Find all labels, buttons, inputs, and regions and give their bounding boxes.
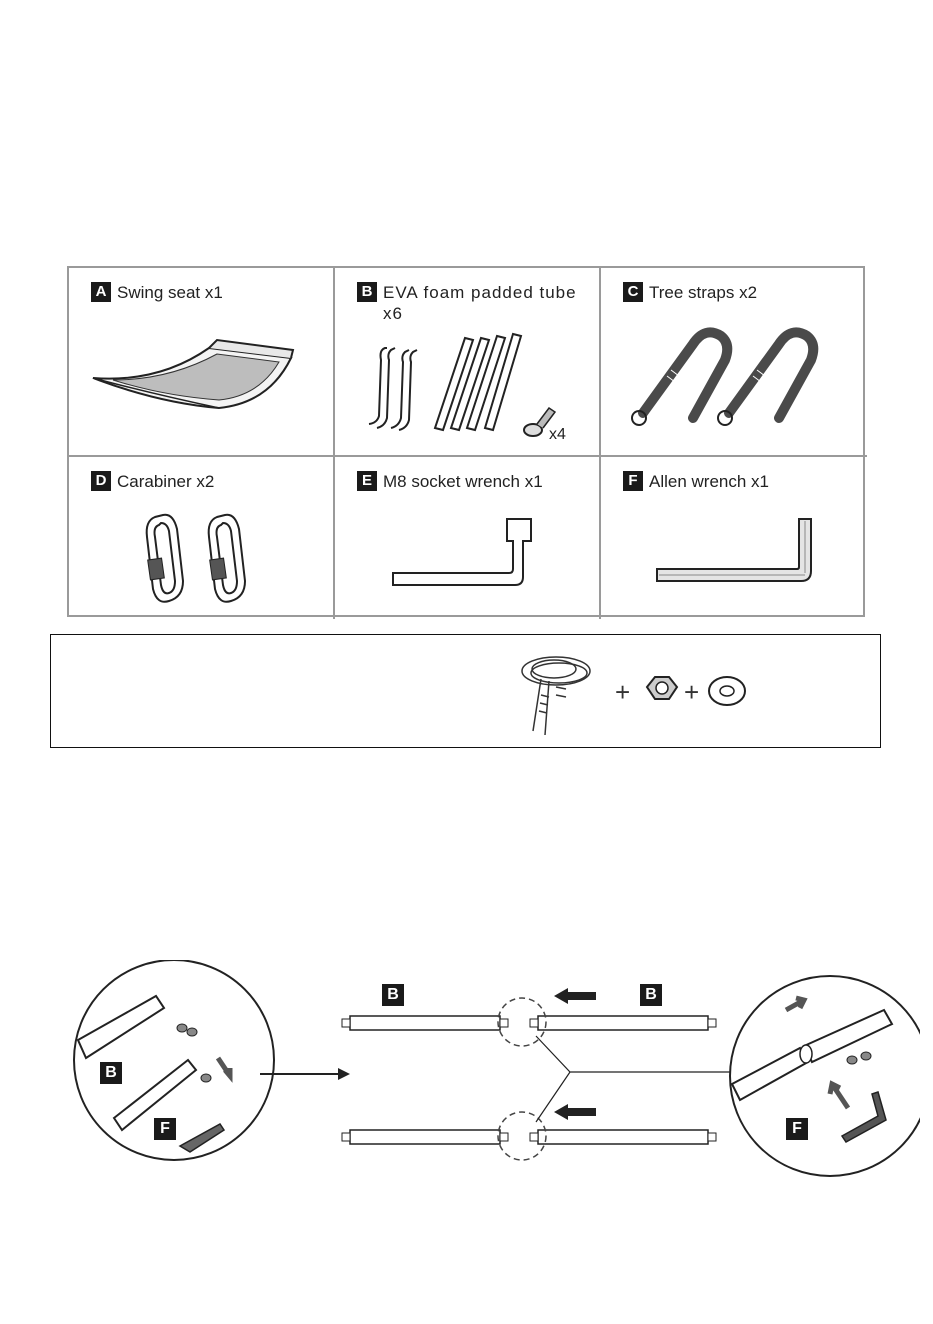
- nut-icon: [647, 677, 677, 699]
- label-b: B: [100, 1062, 122, 1084]
- right-detail-circle: [730, 976, 920, 1176]
- rope-icon: [522, 657, 590, 735]
- carabiners-illustration: [69, 457, 335, 619]
- tube-bottom-right: [530, 1130, 716, 1144]
- allen-wrench-illustration: [601, 457, 867, 619]
- part-carabiner: D Carabiner x2: [69, 457, 335, 619]
- label-b: B: [640, 984, 662, 1006]
- foam-tubes-illustration: x4: [335, 268, 601, 457]
- socket-wrench-illustration: [335, 457, 601, 619]
- plus-sign: +: [615, 677, 630, 707]
- assembly-diagram: B F B B F: [60, 960, 920, 1180]
- part-tree-straps: C Tree straps x2: [601, 268, 867, 457]
- tube-top-left: [342, 1016, 508, 1030]
- part-swing-seat: A Swing seat x1: [69, 268, 335, 457]
- tree-straps-illustration: [601, 268, 867, 457]
- label-f: F: [154, 1118, 176, 1140]
- part-allen-wrench: F Allen wrench x1: [601, 457, 867, 619]
- swing-seat-illustration: [69, 268, 335, 457]
- push-arrow-icon: [554, 988, 596, 1120]
- hardware-box: + +: [50, 634, 881, 748]
- parts-list: A Swing seat x1 B EVA foam padded tube x…: [67, 266, 865, 617]
- bolt-count: x4: [549, 426, 566, 443]
- part-socket-wrench: E M8 socket wrench x1: [335, 457, 601, 619]
- label-f: F: [786, 1118, 808, 1140]
- label-b: B: [382, 984, 404, 1006]
- tube-bottom-left: [342, 1130, 508, 1144]
- part-foam-tube: B EVA foam padded tube x6 x4: [335, 268, 601, 457]
- plus-sign: +: [684, 677, 699, 707]
- washer-icon: [709, 677, 745, 705]
- tube-top-right: [530, 1016, 716, 1030]
